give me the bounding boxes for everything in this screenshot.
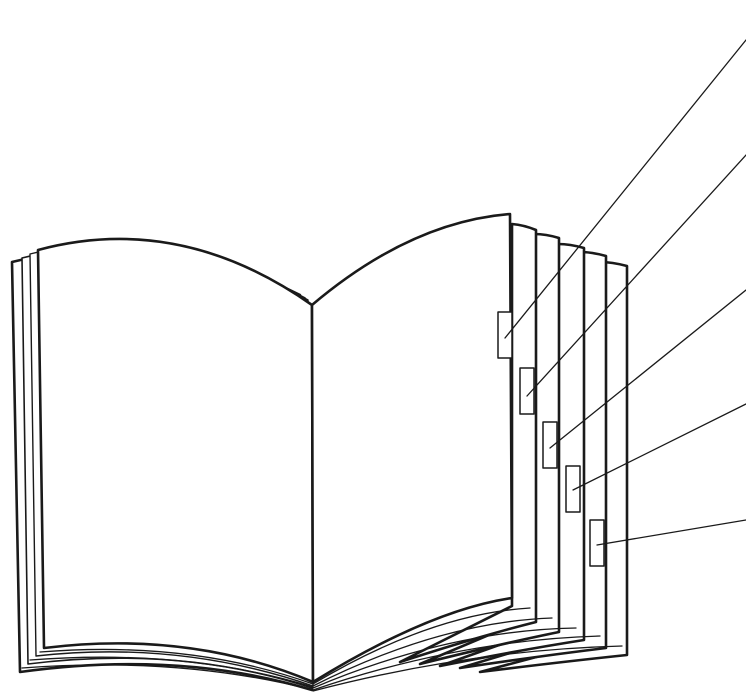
index-tab-4 (566, 466, 580, 512)
index-tab-5 (590, 520, 604, 566)
index-tab-1 (498, 312, 512, 358)
right-page (312, 214, 512, 682)
index-tab-3 (543, 422, 557, 468)
left-page (38, 239, 313, 682)
